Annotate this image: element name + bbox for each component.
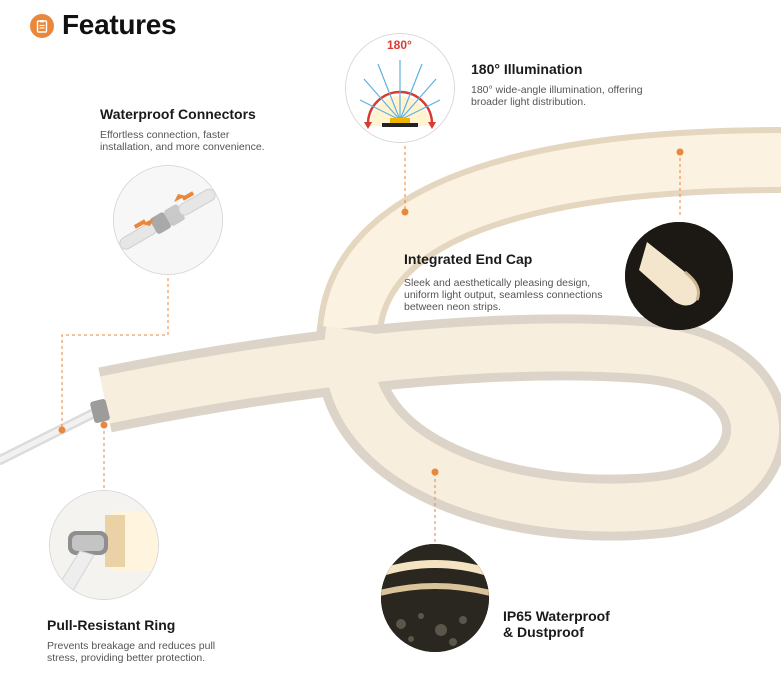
endcap-desc-3: between neon strips. bbox=[404, 301, 501, 313]
clipboard-icon bbox=[30, 14, 54, 38]
ring-desc-2: stress, providing better protection. bbox=[47, 652, 206, 664]
ip65-photo bbox=[381, 544, 489, 652]
page-title: Features bbox=[62, 9, 177, 40]
illumination-title: 180° Illumination bbox=[471, 61, 583, 77]
illumination-diagram bbox=[345, 33, 455, 143]
connectors-desc-1: Effortless connection, faster bbox=[100, 129, 230, 141]
connectors-desc-2: installation, and more convenience. bbox=[100, 141, 265, 153]
ip65-title-1: IP65 Waterproof bbox=[503, 608, 610, 624]
illumination-badge: 180° bbox=[387, 38, 412, 52]
illumination-desc-1: 180° wide-angle illumination, offering bbox=[471, 84, 643, 96]
connectors-title: Waterproof Connectors bbox=[100, 106, 256, 122]
endcap-desc-2: uniform light output, seamless connectio… bbox=[404, 289, 603, 301]
ring-photo bbox=[49, 490, 159, 600]
ring-desc-1: Prevents breakage and reduces pull bbox=[47, 640, 216, 652]
endcap-title: Integrated End Cap bbox=[404, 251, 533, 267]
illumination-desc-2: broader light distribution. bbox=[471, 96, 586, 108]
endcap-desc-1: Sleek and aesthetically pleasing design, bbox=[404, 277, 591, 289]
connector-photo bbox=[113, 165, 223, 275]
ip65-title-2: & Dustproof bbox=[503, 624, 584, 640]
endcap-photo bbox=[625, 222, 733, 330]
ring-title: Pull-Resistant Ring bbox=[47, 617, 176, 633]
